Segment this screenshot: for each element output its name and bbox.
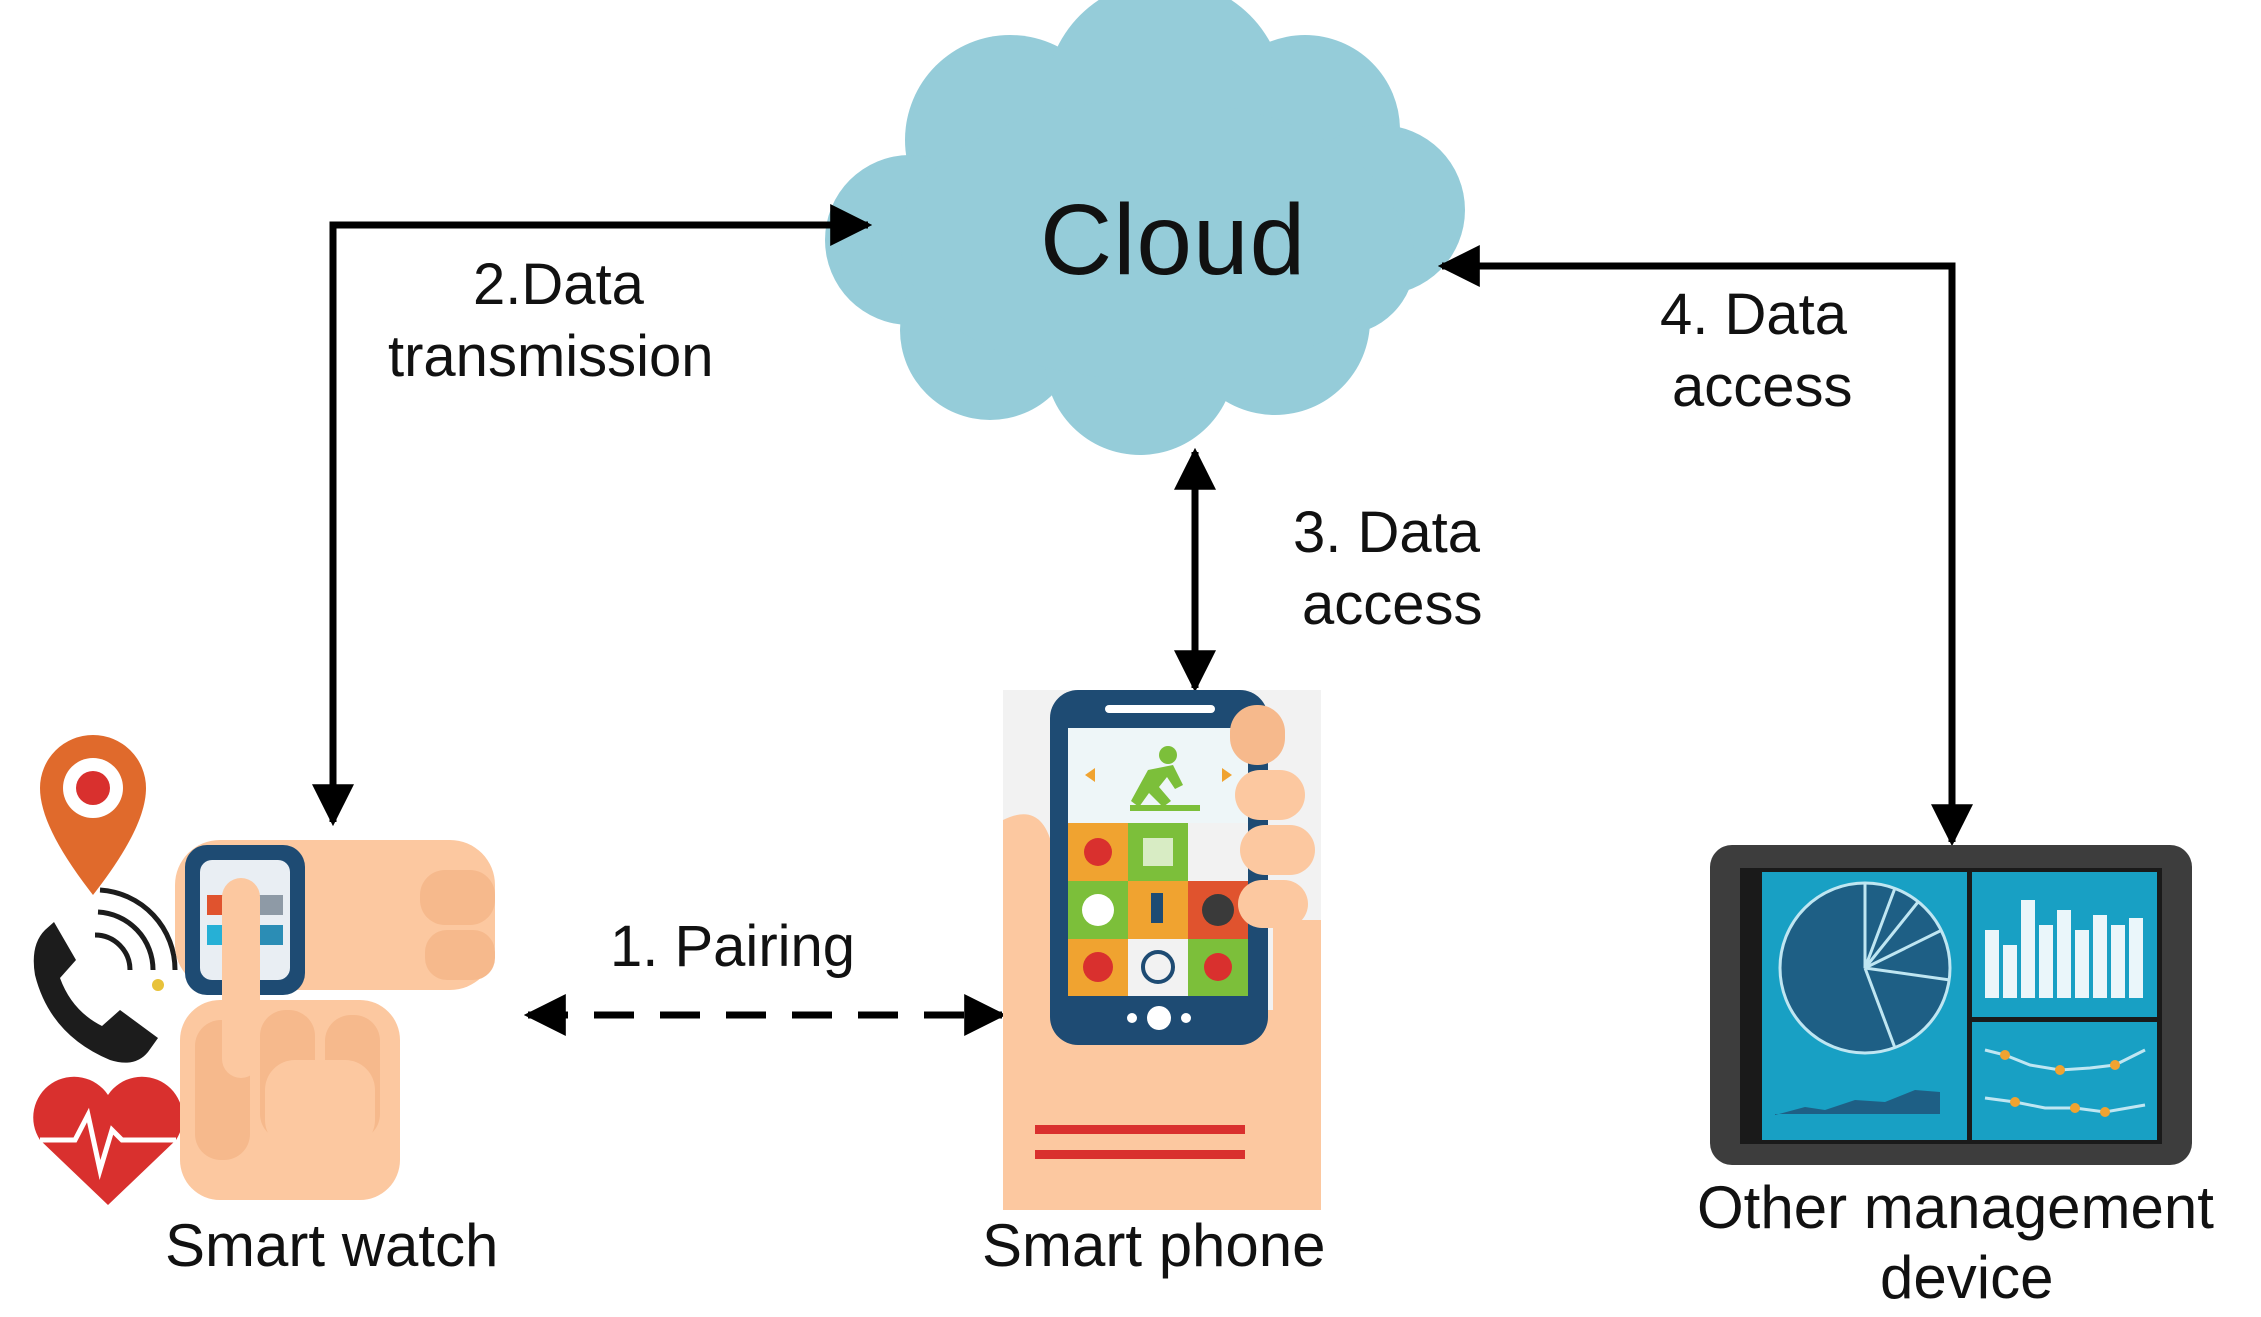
arrow-data-transmission — [312, 204, 873, 827]
device-label-line1: Other management — [1697, 1174, 2214, 1241]
management-device-illustration — [1710, 845, 2192, 1165]
device-access-label-line2: access — [1672, 354, 1853, 419]
location-pin-icon — [40, 735, 146, 895]
phone-access-label-line1: 3. Data — [1293, 500, 1480, 565]
cloud-shape — [825, 0, 1465, 455]
smart-phone-illustration — [1003, 690, 1321, 1210]
device-access-label-line1: 4. Data — [1660, 282, 1847, 347]
smart-watch-label: Smart watch — [165, 1212, 499, 1279]
smart-watch-illustration — [175, 840, 495, 1200]
heartbeat-icon — [33, 1076, 183, 1205]
smart-phone-label: Smart phone — [982, 1212, 1326, 1279]
running-icon — [1130, 746, 1200, 811]
transmission-label-line1: 2.Data — [473, 252, 644, 317]
arrow-device-access — [1437, 245, 1973, 847]
device-label-line2: device — [1880, 1244, 2054, 1311]
transmission-label-line2: transmission — [388, 324, 714, 389]
pairing-label: 1. Pairing — [610, 914, 856, 979]
cloud-label: Cloud — [1040, 184, 1307, 296]
phone-call-icon — [33, 887, 178, 1063]
phone-access-label-line2: access — [1302, 572, 1483, 637]
